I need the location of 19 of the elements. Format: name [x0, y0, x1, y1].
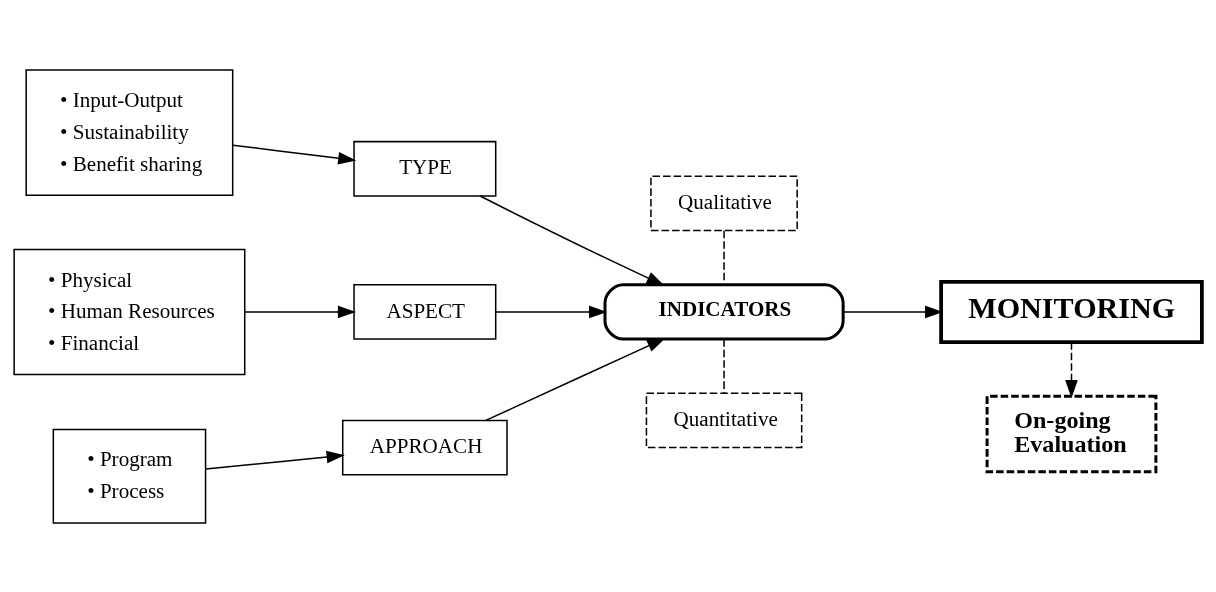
node-box: • Physical • Human Resources • Financial	[13, 248, 246, 375]
node-box: On-going Evaluation	[985, 394, 1158, 473]
node-box: INDICATORS	[603, 282, 845, 341]
node-box: Qualitative	[650, 175, 798, 231]
node-box: Quantitative	[645, 392, 803, 448]
arrow	[232, 143, 357, 165]
connector	[723, 229, 725, 285]
node-box: ASPECT	[353, 283, 497, 340]
arrow	[495, 305, 608, 318]
node-box: • Input-Output • Sustainability • Benefit sharing	[25, 68, 234, 196]
arrow	[205, 450, 345, 470]
connector	[723, 337, 725, 394]
node-box: APPROACH	[341, 419, 508, 475]
arrow	[485, 337, 666, 421]
node-box: TYPE	[353, 140, 497, 197]
arrow	[244, 305, 356, 318]
node-box: MONITORING	[939, 279, 1204, 344]
node-box: • Program • Process	[52, 428, 207, 524]
arrow	[479, 194, 665, 286]
